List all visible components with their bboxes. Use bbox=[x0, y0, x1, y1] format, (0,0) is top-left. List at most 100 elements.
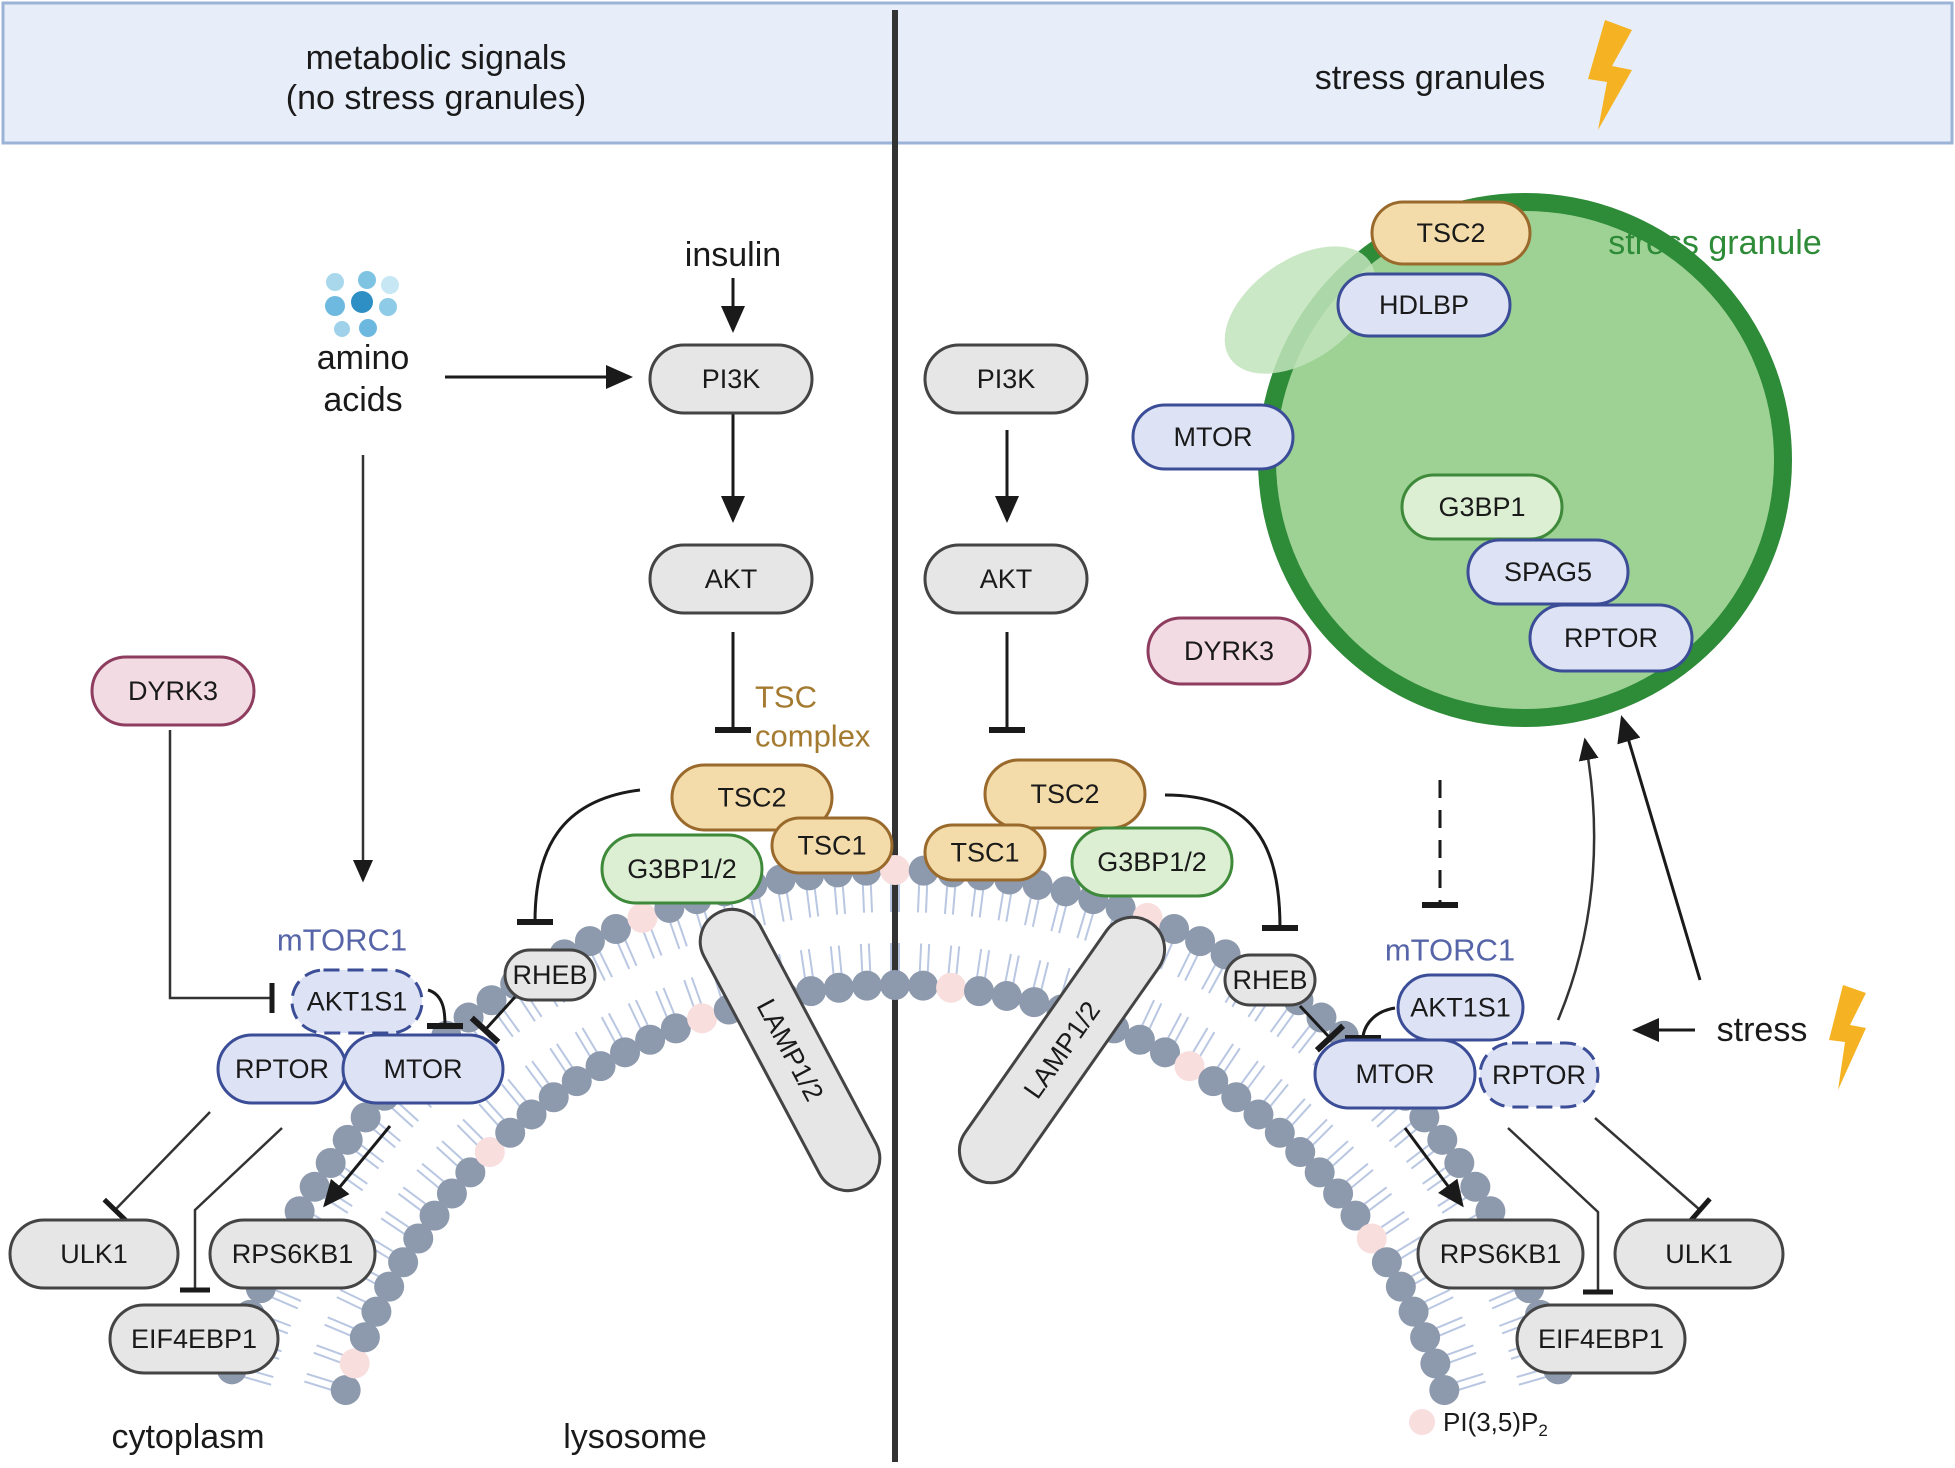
g3bp12-left-label: G3BP1/2 bbox=[627, 854, 737, 884]
lipid-head bbox=[330, 1375, 361, 1406]
stress-label: stress bbox=[1717, 1011, 1808, 1049]
lipid-head bbox=[1159, 913, 1190, 944]
sg-tsc2-node: TSC2 bbox=[1370, 200, 1532, 266]
sg-dyrk3-node: DYRK3 bbox=[1146, 616, 1312, 686]
edge-rptor-ulk1-left bbox=[102, 1111, 211, 1223]
rptor-right-node: RPTOR bbox=[1478, 1041, 1600, 1109]
tsc2-left-node: TSC2 bbox=[670, 763, 834, 832]
lipid-head bbox=[1420, 1348, 1451, 1379]
ulk1-right-shape bbox=[1613, 1218, 1785, 1290]
lipid-head bbox=[332, 1124, 363, 1155]
edge-rptor-ulk1-right bbox=[1594, 1117, 1712, 1223]
rptor-right-label: RPTOR bbox=[1492, 1060, 1586, 1090]
header-band bbox=[1, 1, 1954, 145]
lipid-head bbox=[561, 1066, 592, 1097]
lipid-head bbox=[538, 1082, 569, 1113]
pi3k-left-node: PI3K bbox=[648, 343, 814, 415]
amino-acids-icon bbox=[325, 271, 399, 337]
lipid-head bbox=[1427, 1124, 1458, 1155]
akt-left-node: AKT bbox=[648, 543, 814, 615]
amino-acids-label-2: acids bbox=[323, 381, 402, 419]
rps6kb1-left-node: RPS6KB1 bbox=[208, 1218, 377, 1290]
edge-akt1s1-mtor-right bbox=[1344, 1006, 1396, 1042]
akt-right-shape bbox=[923, 543, 1089, 615]
stress-granule-highlight bbox=[1224, 246, 1376, 374]
lipid-head bbox=[880, 970, 910, 1000]
sg-tsc2-label: TSC2 bbox=[1416, 218, 1485, 248]
lysosome-label: lysosome bbox=[563, 1418, 707, 1456]
edge-tsc2-rheb bbox=[516, 788, 641, 926]
lipid-head bbox=[964, 976, 995, 1007]
akt1s1-left-label: AKT1S1 bbox=[307, 987, 408, 1017]
pip-lipid-head bbox=[1356, 1223, 1387, 1254]
g3bp12-right-node: G3BP1/2 bbox=[1070, 826, 1234, 898]
lipid-head bbox=[374, 1271, 405, 1302]
ulk1-right-node: ULK1 bbox=[1613, 1218, 1785, 1290]
rptor-left-label: RPTOR bbox=[235, 1054, 329, 1084]
lipid-head bbox=[1429, 1375, 1460, 1406]
akt1s1-left-shape bbox=[290, 968, 424, 1035]
header-left-line1: metabolic signals bbox=[306, 39, 567, 77]
lipid-head bbox=[1124, 1024, 1155, 1055]
mtorc1-label-right: mTORC1 bbox=[1385, 933, 1515, 968]
tsc-complex-label-1: TSC bbox=[755, 680, 817, 715]
sg-dyrk3-shape bbox=[1146, 616, 1312, 686]
pip-lipid-head bbox=[1174, 1051, 1205, 1082]
lipid-head bbox=[823, 972, 854, 1003]
mtorc1-label-left: mTORC1 bbox=[277, 923, 407, 958]
lipid-head bbox=[851, 970, 882, 1001]
pip-legend-sub: 2 bbox=[1538, 1421, 1547, 1440]
mtor-right-node: MTOR bbox=[1313, 1038, 1477, 1110]
sg-mtor-node: MTOR bbox=[1131, 403, 1295, 471]
lipid-head bbox=[1198, 1066, 1229, 1097]
pip-lipid-head bbox=[687, 1003, 718, 1034]
lipid-head bbox=[1409, 1102, 1440, 1133]
lipid-head bbox=[1285, 1137, 1316, 1168]
rps6kb1-right-node: RPS6KB1 bbox=[1416, 1218, 1585, 1290]
edge-rptor-eif4ebp1-right bbox=[1507, 1127, 1613, 1295]
mtor-right-label: MTOR bbox=[1356, 1059, 1435, 1089]
ulk1-left-node: ULK1 bbox=[8, 1218, 180, 1290]
cytoplasm-label: cytoplasm bbox=[111, 1418, 264, 1456]
akt1s1-right-label: AKT1S1 bbox=[1410, 993, 1511, 1023]
mtor-left-shape bbox=[341, 1033, 505, 1105]
lipid-head bbox=[403, 1223, 434, 1254]
sg-mtor-shape bbox=[1131, 403, 1295, 471]
pip-legend-label: PI(3,5)P2 bbox=[1443, 1407, 1548, 1440]
sg-rptor-shape bbox=[1528, 603, 1694, 673]
rheb-left-node: RHEB bbox=[503, 948, 597, 1002]
edge-mtor-rps6kb1-left bbox=[323, 1125, 392, 1208]
rps6kb1-left-label: RPS6KB1 bbox=[232, 1239, 354, 1269]
edge-stress-sg bbox=[1617, 715, 1702, 981]
mtor-left-node: MTOR bbox=[341, 1033, 505, 1105]
dyrk3-left-shape bbox=[90, 655, 256, 727]
lipid-head bbox=[1398, 1296, 1429, 1327]
lipid-head bbox=[1323, 1178, 1354, 1209]
lipid-head bbox=[495, 1117, 526, 1148]
lipid-head bbox=[991, 980, 1022, 1011]
sg-hdlbp-label: HDLBP bbox=[1379, 290, 1469, 320]
rps6kb1-right-shape bbox=[1416, 1218, 1585, 1290]
rptor-left-node: RPTOR bbox=[216, 1033, 348, 1105]
rheb-left-label: RHEB bbox=[512, 960, 587, 990]
header-left-line2: (no stress granules) bbox=[286, 79, 586, 117]
lipid-head bbox=[350, 1102, 381, 1133]
tsc2-right-node: TSC2 bbox=[983, 758, 1147, 830]
header-right-title: stress granules bbox=[1315, 59, 1546, 97]
lamp-left: LAMP1/2 bbox=[698, 907, 882, 1193]
ulk1-right-label: ULK1 bbox=[1665, 1239, 1733, 1269]
pip-lipid-head bbox=[474, 1137, 505, 1168]
eif4ebp1-right-label: EIF4EBP1 bbox=[1538, 1324, 1664, 1354]
sg-tsc2-shape bbox=[1370, 200, 1532, 266]
lipid-head bbox=[1444, 1147, 1475, 1178]
dyrk3-left-label: DYRK3 bbox=[128, 676, 218, 706]
lipid-head bbox=[1243, 1099, 1274, 1130]
eif4ebp1-left-node: EIF4EBP1 bbox=[108, 1303, 280, 1375]
eif4ebp1-left-label: EIF4EBP1 bbox=[131, 1324, 257, 1354]
lipid-head bbox=[1304, 1157, 1335, 1188]
rheb-right-node: RHEB bbox=[1223, 953, 1317, 1007]
g3bp12-right-label: G3BP1/2 bbox=[1097, 847, 1207, 877]
sg-g3bp1-label: G3BP1 bbox=[1438, 492, 1525, 522]
ulk1-left-shape bbox=[8, 1218, 180, 1290]
lipid-head bbox=[476, 985, 507, 1016]
